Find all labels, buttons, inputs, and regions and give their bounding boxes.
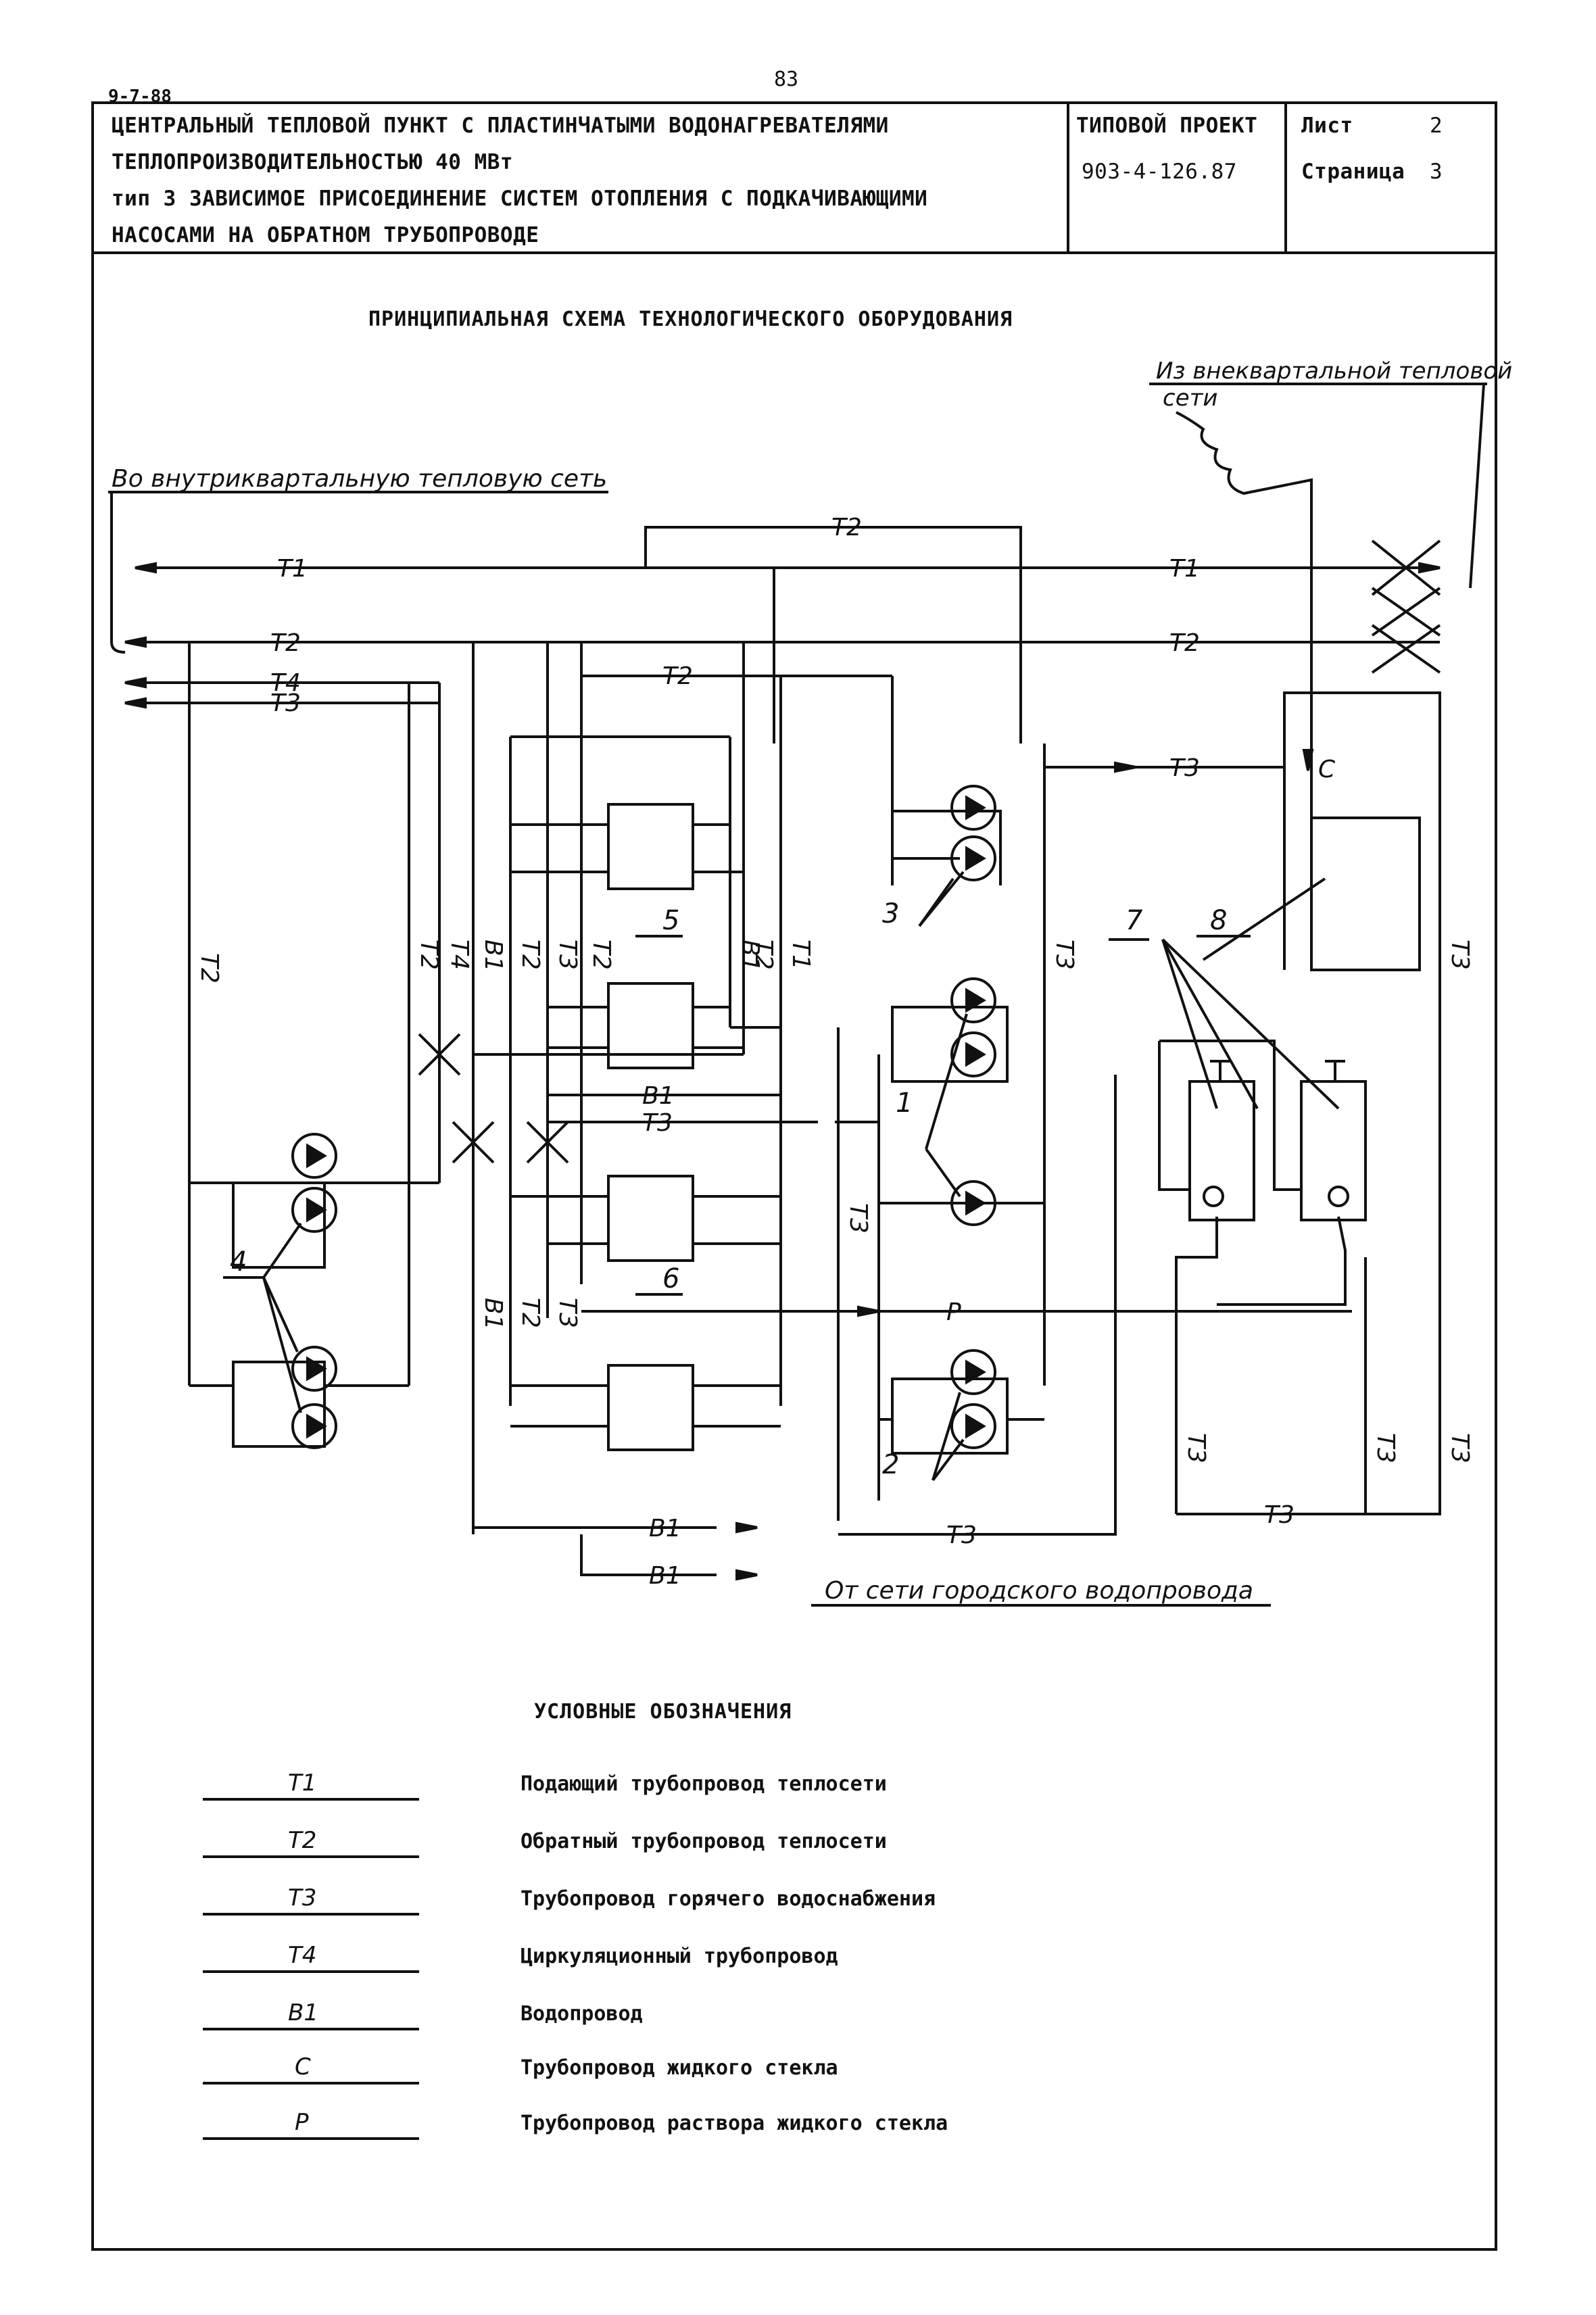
pipe-label-t3-vertical: Т3: [554, 940, 581, 970]
scheme-title: ПРИНЦИПИАЛЬНАЯ СХЕМА ТЕХНОЛОГИЧЕСКОГО ОБ…: [368, 308, 1013, 331]
item-number-8: 8: [1210, 905, 1227, 936]
legend-desc: Циркуляционный трубопровод: [521, 1945, 838, 1968]
header-divider: [91, 251, 1497, 254]
pipe-label-b1-vertical: В1: [479, 1298, 507, 1330]
pipe-label-b1-vertical: В1: [736, 940, 764, 972]
pipe-label-t2-vertical: Т2: [750, 940, 777, 970]
item-number-6: 6: [662, 1263, 679, 1294]
pipe-label-t3: Т3: [1169, 754, 1200, 782]
legend-line: [203, 2028, 419, 2030]
pipe-label-t3-vertical: Т3: [554, 1298, 581, 1328]
legend-line: [203, 1913, 419, 1916]
pipe-label-b1-vertical: В1: [479, 940, 507, 972]
pipe-label-t3-vertical: Т3: [1182, 1433, 1210, 1463]
page-label: Страница: [1301, 160, 1405, 184]
legend-code: Т3: [284, 1884, 321, 1911]
legend-code: С: [291, 2053, 315, 2080]
legend-code: Т2: [284, 1827, 321, 1854]
header-title-line: тип 3 ЗАВИСИМОЕ ПРИСОЕДИНЕНИЕ СИСТЕМ ОТО…: [112, 187, 928, 211]
header-column-divider: [1284, 101, 1287, 253]
legend-code: Т4: [284, 1942, 321, 1969]
legend-line: [203, 2082, 419, 2085]
pipe-label-t3: Т3: [270, 689, 301, 717]
legend-code: Т1: [284, 1770, 321, 1797]
legend-line: [203, 1855, 419, 1858]
pipe-label-b1: В1: [642, 1082, 675, 1110]
legend-desc: Водопровод: [521, 2002, 643, 2026]
legend-code: В1: [284, 1999, 322, 2026]
pipe-label-t2-vertical: Т2: [516, 940, 544, 970]
item-number-2: 2: [882, 1449, 899, 1480]
pipe-label-t2: Т2: [662, 662, 693, 690]
note-water-supply: От сети городского водопровода: [825, 1577, 1253, 1605]
pipe-label-t2-vertical: Т2: [195, 953, 223, 983]
item-number-7: 7: [1126, 905, 1143, 936]
pipe-label-t1-vertical: Т1: [787, 940, 815, 970]
legend-desc: Подающий трубопровод теплосети: [521, 1772, 887, 1796]
pipe-label-t3: Т3: [946, 1521, 977, 1549]
pipe-label-t2: Т2: [270, 629, 301, 657]
item-number-1: 1: [896, 1088, 913, 1119]
pipe-label-t3-vertical: Т3: [1446, 940, 1474, 970]
legend-code: Р: [291, 2109, 313, 2136]
pipe-label-t2-vertical: Т2: [587, 940, 615, 970]
pipe-label-t1: Т1: [1169, 555, 1200, 583]
pipe-label-t2-vertical: Т2: [415, 940, 443, 970]
note-outer-network: Из внеквартальной тепловой: [1156, 358, 1512, 385]
legend-desc: Трубопровод жидкого стекла: [521, 2056, 838, 2080]
pipe-label-b1: В1: [649, 1562, 681, 1590]
pipe-label-b1: В1: [649, 1515, 681, 1542]
legend-desc: Трубопровод горячего водоснабжения: [521, 1887, 936, 1911]
pipe-label-t3-vertical: Т3: [1050, 940, 1078, 970]
sheet-label: Лист: [1301, 114, 1353, 138]
header-column-divider: [1067, 101, 1069, 253]
legend-line: [203, 1798, 419, 1801]
page-value: 3: [1430, 160, 1443, 184]
pipe-label-t2: Т2: [831, 514, 862, 541]
sheet-frame: [91, 101, 1497, 2251]
legend-line: [203, 1970, 419, 1973]
header-title-line: НАСОСАМИ НА ОБРАТНОМ ТРУБОПРОВОДЕ: [112, 223, 539, 247]
header-title-line: ТЕПЛОПРОИЗВОДИТЕЛЬНОСТЬЮ 40 МВт: [112, 150, 514, 174]
project-label: ТИПОВОЙ ПРОЕКТ: [1076, 114, 1258, 138]
item-number-4: 4: [230, 1246, 247, 1277]
pipe-label-t3-vertical: Т3: [1446, 1433, 1474, 1463]
pipe-label-t2: Т2: [1169, 629, 1200, 657]
legend-desc: Трубопровод раствора жидкого стекла: [521, 2112, 948, 2135]
pipe-label-t3-vertical: Т3: [844, 1203, 872, 1234]
pipe-label-p: Р: [946, 1298, 961, 1326]
pipe-label-t3: Т3: [1264, 1501, 1295, 1529]
project-code: 903-4-126.87: [1082, 160, 1237, 184]
pipe-label-t3-vertical: Т3: [1372, 1433, 1399, 1463]
pipe-label-t1: Т1: [277, 555, 308, 583]
note-inner-network: Во внутриквартальную тепловую сеть: [112, 465, 607, 493]
sheet-value: 2: [1430, 114, 1443, 138]
legend-line: [203, 2137, 419, 2140]
pipe-label-t3: Т3: [642, 1109, 673, 1137]
legend-title: УСЛОВНЫЕ ОБОЗНАЧЕНИЯ: [534, 1700, 792, 1724]
item-number-3: 3: [882, 898, 899, 929]
item-number-5: 5: [662, 905, 679, 936]
header-title-line: ЦЕНТРАЛЬНЫЙ ТЕПЛОВОЙ ПУНКТ С ПЛАСТИНЧАТЫ…: [112, 114, 889, 138]
note-outer-network: сети: [1163, 385, 1218, 412]
legend-desc: Обратный трубопровод теплосети: [521, 1830, 887, 1853]
pipe-label-c: С: [1318, 756, 1336, 783]
page-number: 83: [774, 68, 799, 91]
pipe-label-t4: Т4: [270, 669, 301, 697]
pipe-label-t2-vertical: Т2: [516, 1298, 544, 1328]
pipe-label-t4-vertical: Т4: [445, 940, 473, 970]
